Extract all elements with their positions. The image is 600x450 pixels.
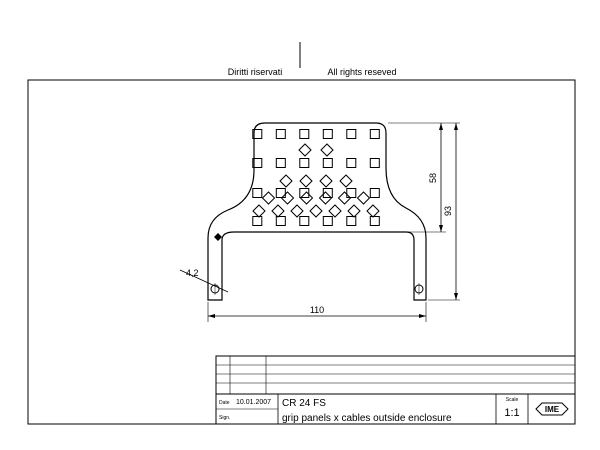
perforation-square [322,188,333,198]
perforation-diamond [298,143,312,157]
perforation-diamond [319,174,333,188]
arrow-icon [419,314,426,318]
company-logo: IME [535,402,569,416]
perforation-square [299,216,310,226]
perforation-diamond [366,204,380,218]
perforation-diamond [261,191,276,205]
drawing-frame [27,79,576,425]
perforation-diamond [299,191,314,205]
perforation-diamond [279,174,293,188]
perforation-square [299,188,310,198]
drawing-code: CR 24 FS [282,398,326,409]
perforation-square [299,158,310,168]
diameter-leader [179,269,229,293]
svg-text:IME: IME [545,405,560,414]
perforation-diamond [280,191,295,205]
perforation-diamond [309,204,323,218]
perforation-square [275,188,286,198]
part-outline [207,122,427,301]
perforation-diamond [252,204,266,218]
perforation-square [322,216,333,226]
bend-marker-icon [214,233,222,241]
perforation-square [252,216,263,226]
dimension-hole-diameter: 4,2 [186,268,199,278]
perforation-square [369,158,380,168]
rights-english: All rights reseved [327,67,396,77]
perforation-square [275,129,286,139]
perforation-square [369,129,380,139]
sign-label: Sign. [219,415,230,421]
dimension-total-height: 93 [443,206,453,216]
perforation-square [275,216,286,226]
perforation-square [369,216,380,226]
title-block [215,355,576,425]
perforation-pattern [252,129,380,226]
arrow-icon [439,225,443,232]
date-value: 10.01.2007 [236,399,271,406]
dimension-inner-height: 58 [428,173,438,183]
perforation-square [346,129,357,139]
perforation-diamond [290,204,304,218]
scale-value: 1:1 [504,407,519,419]
arrow-icon [439,123,443,130]
perforation-square [322,158,333,168]
scale-label: Scale [506,397,519,403]
perforation-diamond [339,174,353,188]
perforation-square [346,216,357,226]
perforation-square [252,158,263,168]
date-label: Date [219,400,230,406]
perforation-square [275,158,286,168]
perforation-diamond [328,204,342,218]
perforation-diamond [299,174,313,188]
perforation-diamond [320,143,334,157]
perforation-square [346,188,357,198]
perforation-diamond [318,191,333,205]
perforation-square [369,188,380,198]
arrow-icon [454,293,458,300]
perforation-square [252,129,263,139]
perforation-square [346,158,357,168]
perforation-square [252,188,263,198]
perforation-diamond [271,204,285,218]
dimension-width: 110 [310,305,324,315]
perforation-square [322,129,333,139]
perforation-diamond [347,204,361,218]
perforation-square [299,129,310,139]
drawing-description: grip panels x cables outside enclosure [282,413,452,424]
perforation-diamond [356,191,371,205]
arrow-icon [454,123,458,130]
arrow-icon [208,314,215,318]
rights-italian: Diritti riservati [228,67,283,77]
perforation-diamond [337,191,352,205]
